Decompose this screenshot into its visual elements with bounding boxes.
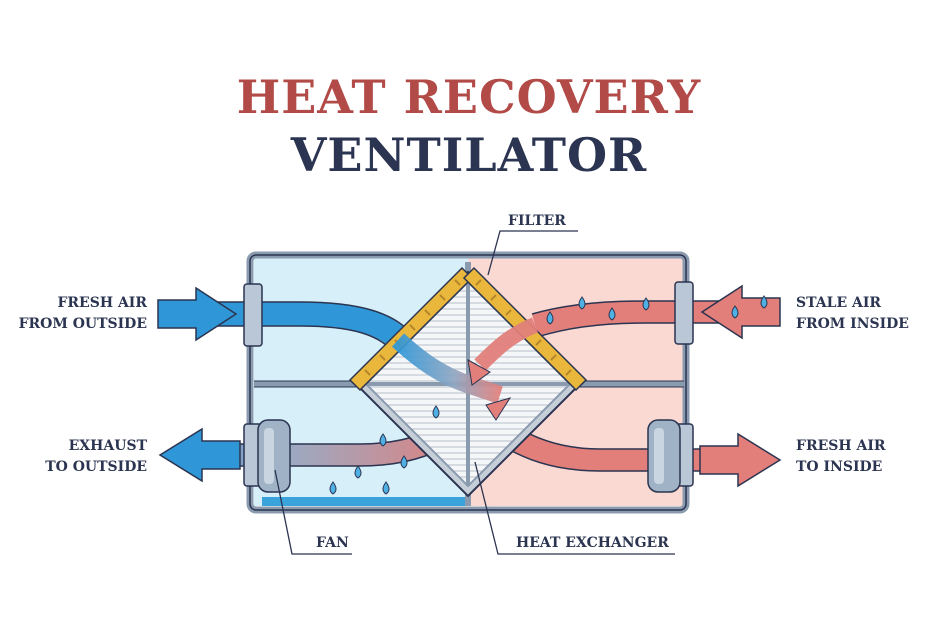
fresh-air-in-arrow — [157, 286, 238, 342]
label-line: TO OUTSIDE — [45, 459, 147, 475]
fan-left — [257, 419, 291, 493]
stale-air-in-arrow — [700, 284, 781, 340]
label-line: FROM OUTSIDE — [18, 316, 147, 332]
label-line: FRESH AIR — [796, 438, 886, 454]
exhaust-to-outside-label: EXHAUST TO OUTSIDE — [0, 436, 147, 478]
fan-right — [647, 419, 681, 493]
divider-wall — [254, 262, 684, 506]
label-line: FRESH AIR — [57, 295, 147, 311]
fresh-air-in-path — [190, 302, 409, 349]
label-line: TO INSIDE — [796, 459, 883, 475]
exhaust-arrow — [158, 427, 241, 483]
label-line: STALE AIR — [796, 295, 882, 311]
filter-label: FILTER — [508, 213, 566, 229]
stale-air-path — [532, 301, 738, 336]
title-line-2: VENTILATOR — [290, 128, 648, 182]
title-line-1: HEAT RECOVERY — [236, 70, 702, 124]
fresh-air-from-outside-label: FRESH AIR FROM OUTSIDE — [0, 293, 147, 335]
cold-to-exhaust-flow — [391, 333, 503, 404]
heat-exchanger-label: HEAT EXCHANGER — [516, 535, 669, 551]
fan-label: FAN — [316, 535, 349, 551]
condensate-water — [262, 497, 468, 506]
heat-exchanger-leader — [474, 461, 675, 555]
label-line: FROM INSIDE — [796, 316, 909, 332]
flow-arrowhead — [485, 397, 512, 421]
water-drops — [329, 295, 768, 495]
fresh-air-out-arrow — [699, 432, 782, 488]
warm-to-inside-flow — [474, 317, 539, 371]
filter-leader — [487, 230, 578, 276]
fresh-air-to-inside-label: FRESH AIR TO INSIDE — [796, 436, 886, 478]
label-line: EXHAUST — [68, 438, 147, 454]
stale-air-from-inside-label: STALE AIR FROM INSIDE — [796, 293, 909, 335]
fan-leader — [274, 469, 352, 555]
